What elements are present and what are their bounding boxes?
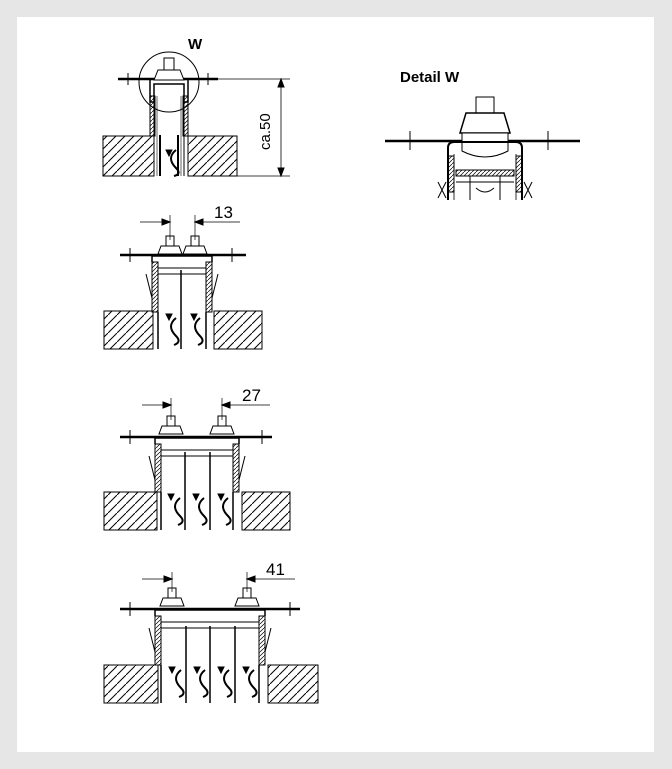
spacing-label-41: 41 xyxy=(266,560,285,579)
three-terminal-view xyxy=(103,398,291,531)
detail-w-view xyxy=(385,96,580,200)
spacing-label-13: 13 xyxy=(214,203,233,222)
two-terminal-view xyxy=(103,215,263,350)
detail-title: Detail W xyxy=(400,69,460,86)
height-dimension-label: ca.50 xyxy=(257,113,274,150)
detail-marker-label: W xyxy=(188,36,203,53)
spacing-label-27: 27 xyxy=(242,386,261,405)
single-terminal-view xyxy=(102,51,290,178)
four-terminal-view xyxy=(103,572,319,704)
